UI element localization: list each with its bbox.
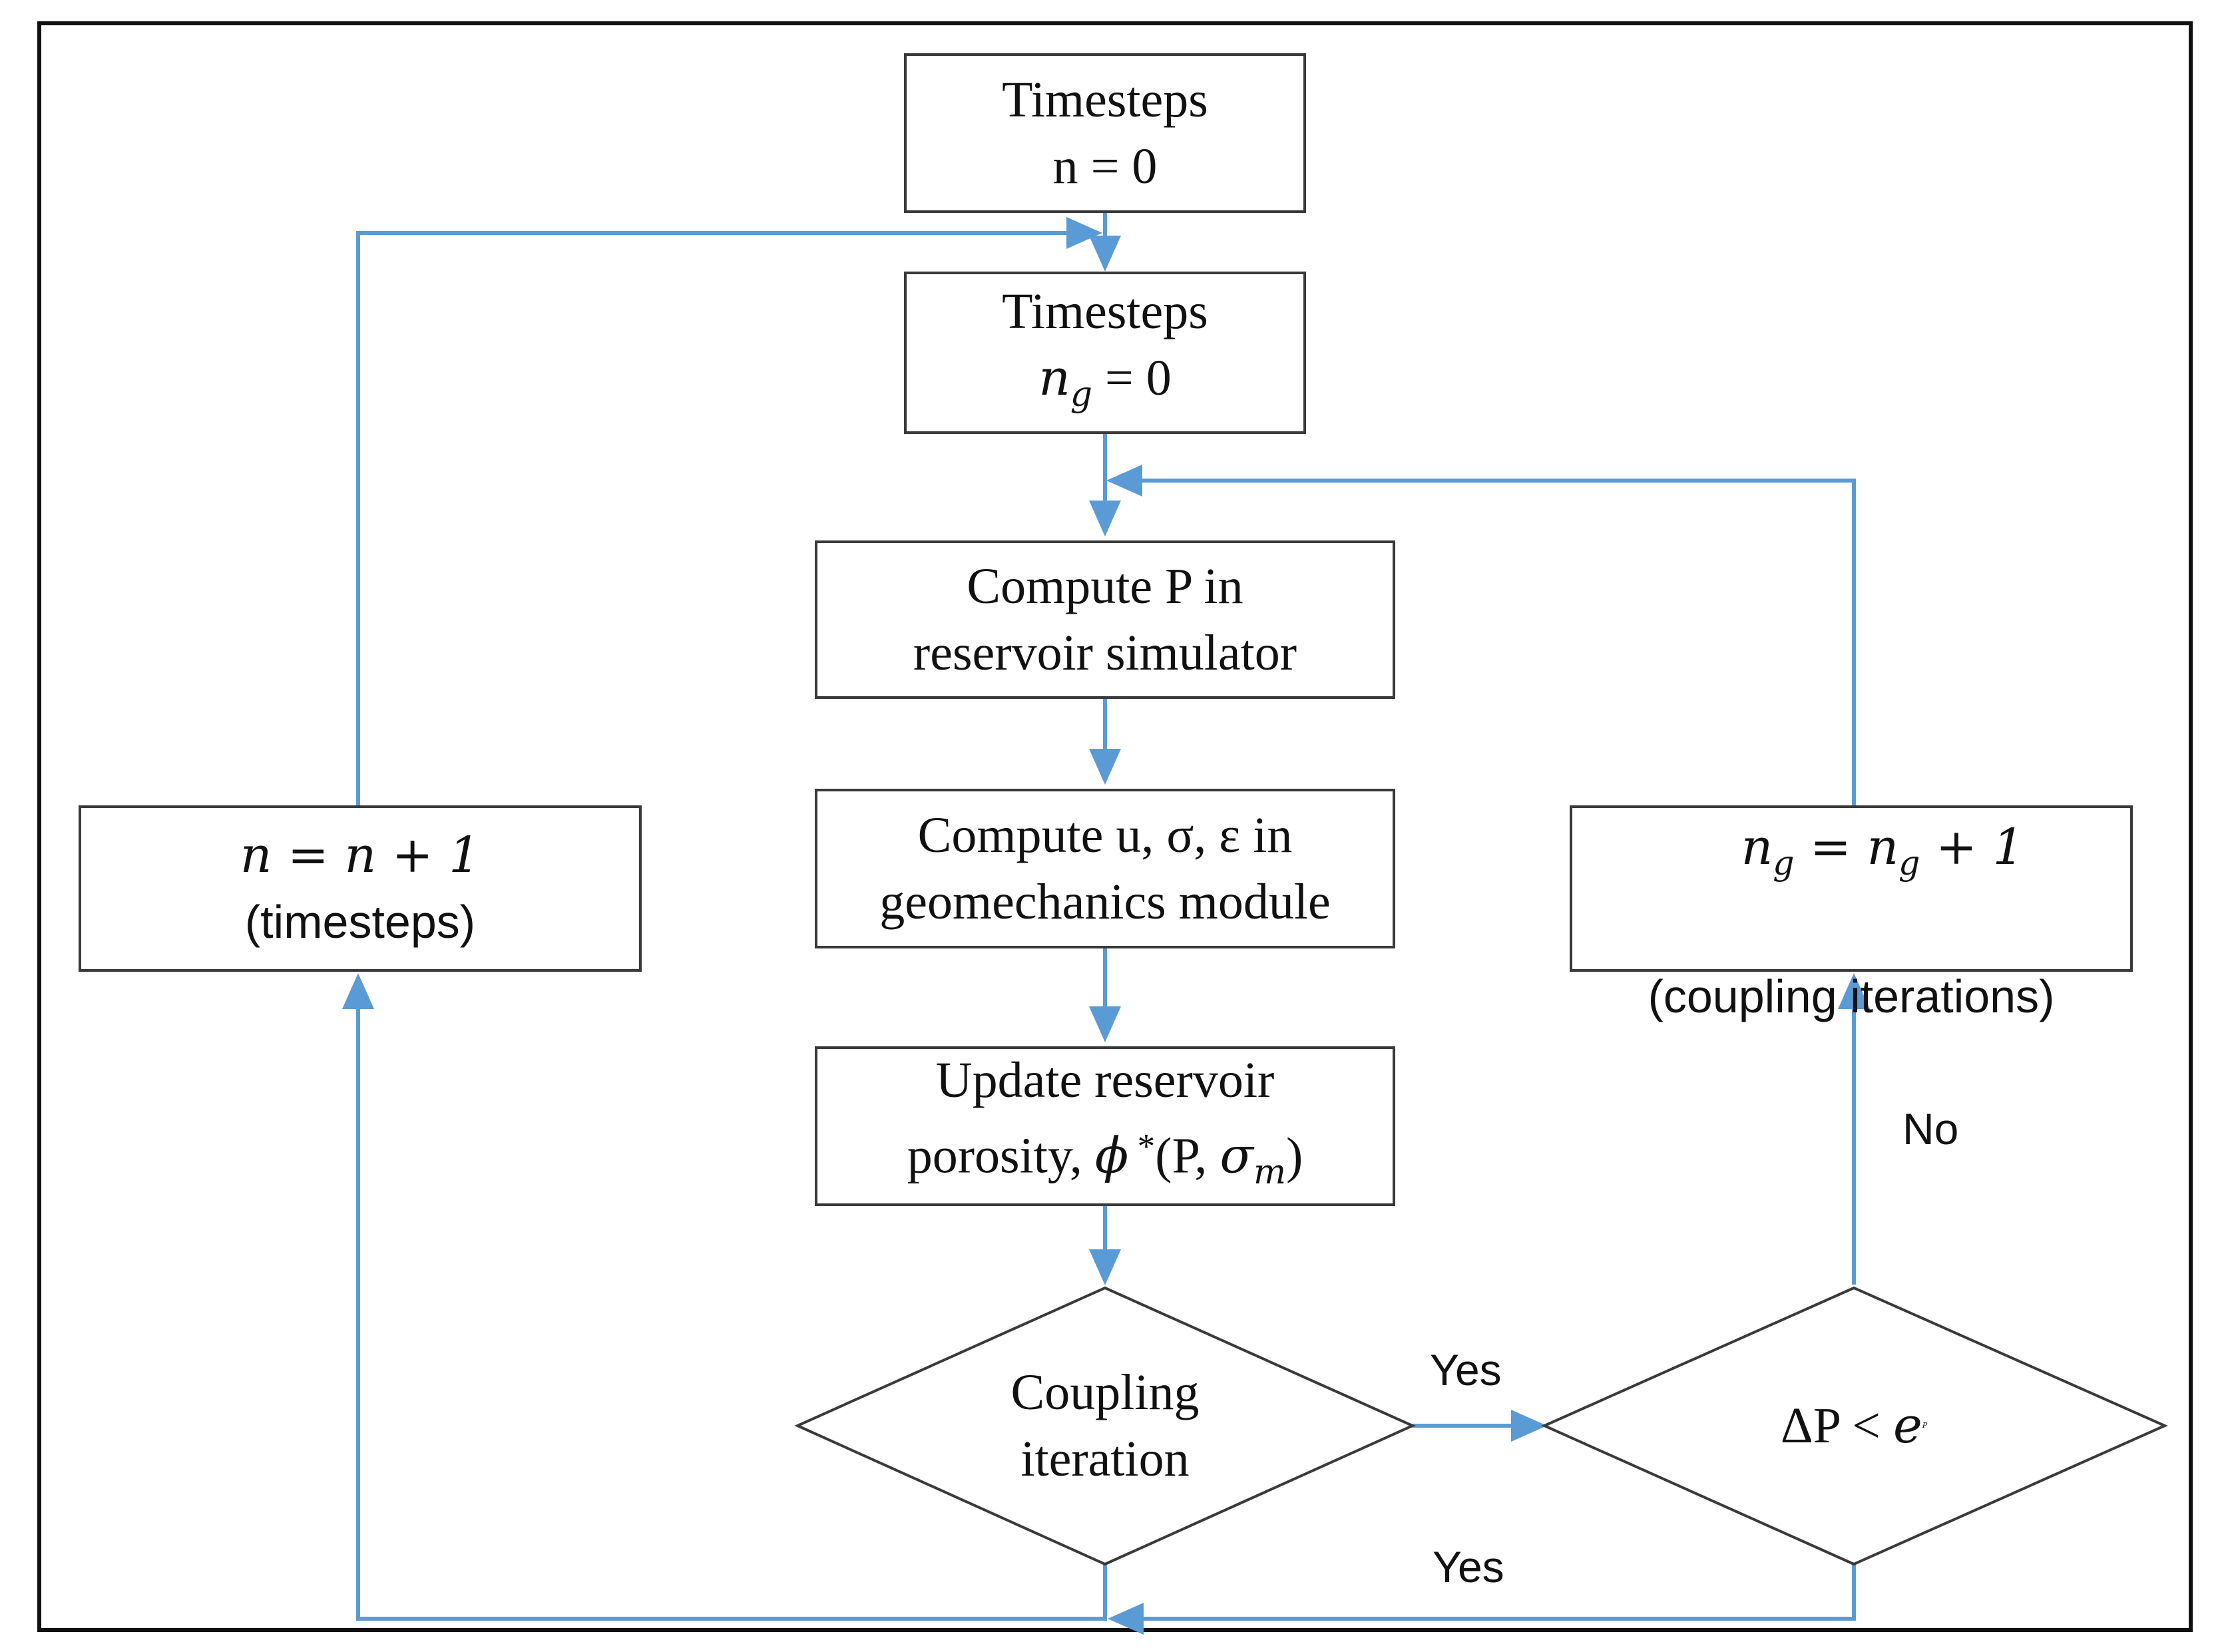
no-label: No [1902, 1104, 1959, 1153]
timesteps-ng-title: Timesteps [1002, 283, 1208, 339]
args-open: (P, [1155, 1128, 1220, 1184]
timesteps-n-title: Timesteps [1002, 72, 1208, 128]
timesteps-n-box: Timesteps n = 0 [904, 53, 1306, 213]
coupling-iteration-text: Coupling iteration [945, 1359, 1265, 1492]
timesteps-ng-box: Timesteps ng = 0 [904, 272, 1306, 434]
ng-var: n [1038, 349, 1070, 407]
phi-symbol: ϕ [1094, 1127, 1129, 1185]
inc-ng-mid: = n [1794, 818, 1899, 876]
coupling-line1: Coupling [1010, 1364, 1200, 1420]
inc-ng-rest: + 1 [1920, 818, 2024, 876]
timesteps-n-expr: n = 0 [1052, 138, 1158, 194]
compute-p-line1: Compute P in [967, 558, 1243, 614]
arrow-n-increment-loop [356, 217, 1102, 805]
inc-ng-sub2: g [1898, 843, 1920, 883]
convergence-check-diamond [1541, 1286, 2168, 1566]
arrow-ng-increment-loop [1106, 465, 1856, 805]
sigma-sub: m [1253, 1151, 1286, 1192]
increment-n-caption: (timesteps) [244, 896, 476, 948]
update-porosity-box: Update reservoir porosity, ϕ *(P, σm) [815, 1046, 1395, 1206]
compute-geomechanics-box: Compute u, σ, ε in geomechanics module [815, 789, 1395, 948]
increment-ng-box: ng = ng + 1 (coupling iterations) [1570, 805, 2133, 1022]
increment-n-expr: n = n + 1 [240, 827, 481, 884]
yes-label-check: Yes [1430, 1345, 1502, 1394]
e-symbol: e [1893, 1397, 1922, 1454]
timesteps-ng-expr: ng = 0 [1038, 345, 1172, 428]
compute-p-line2: reservoir simulator [913, 625, 1297, 681]
inc-ng-var: n [1741, 818, 1773, 876]
ng-sub: g [1070, 374, 1092, 415]
compute-p-box: Compute P in reservoir simulator [815, 540, 1395, 699]
increment-n-box: n = n + 1 (timesteps) [79, 805, 642, 972]
sigma-symbol: σ [1220, 1127, 1253, 1185]
coupling-iteration-diamond [794, 1286, 1416, 1566]
increment-ng-expr: ng = ng + 1 [1678, 747, 2024, 963]
coupling-line2: iteration [1020, 1431, 1190, 1487]
compute-geo-line2: geomechanics module [879, 874, 1331, 930]
e-sub: P [1922, 1421, 1928, 1430]
update-porosity-line2: porosity, ϕ *(P, σm) [907, 1114, 1303, 1205]
args-close: ) [1285, 1128, 1303, 1184]
increment-ng-caption: (coupling iterations) [1648, 970, 2055, 1023]
arrow-to-n-increment [342, 973, 1107, 1621]
update-porosity-line1: Update reservoir [935, 1052, 1275, 1109]
arrow-converged-return [1108, 1564, 1856, 1635]
ng-rest: = 0 [1092, 349, 1172, 406]
delta-p-text: ΔP < [1780, 1398, 1894, 1454]
star-symbol: * [1128, 1127, 1156, 1167]
yes-label-converged: Yes [1433, 1542, 1504, 1591]
porosity-prefix: porosity, [907, 1128, 1095, 1184]
inc-ng-sub: g [1773, 843, 1795, 883]
compute-geo-line1: Compute u, σ, ε in [917, 807, 1293, 863]
